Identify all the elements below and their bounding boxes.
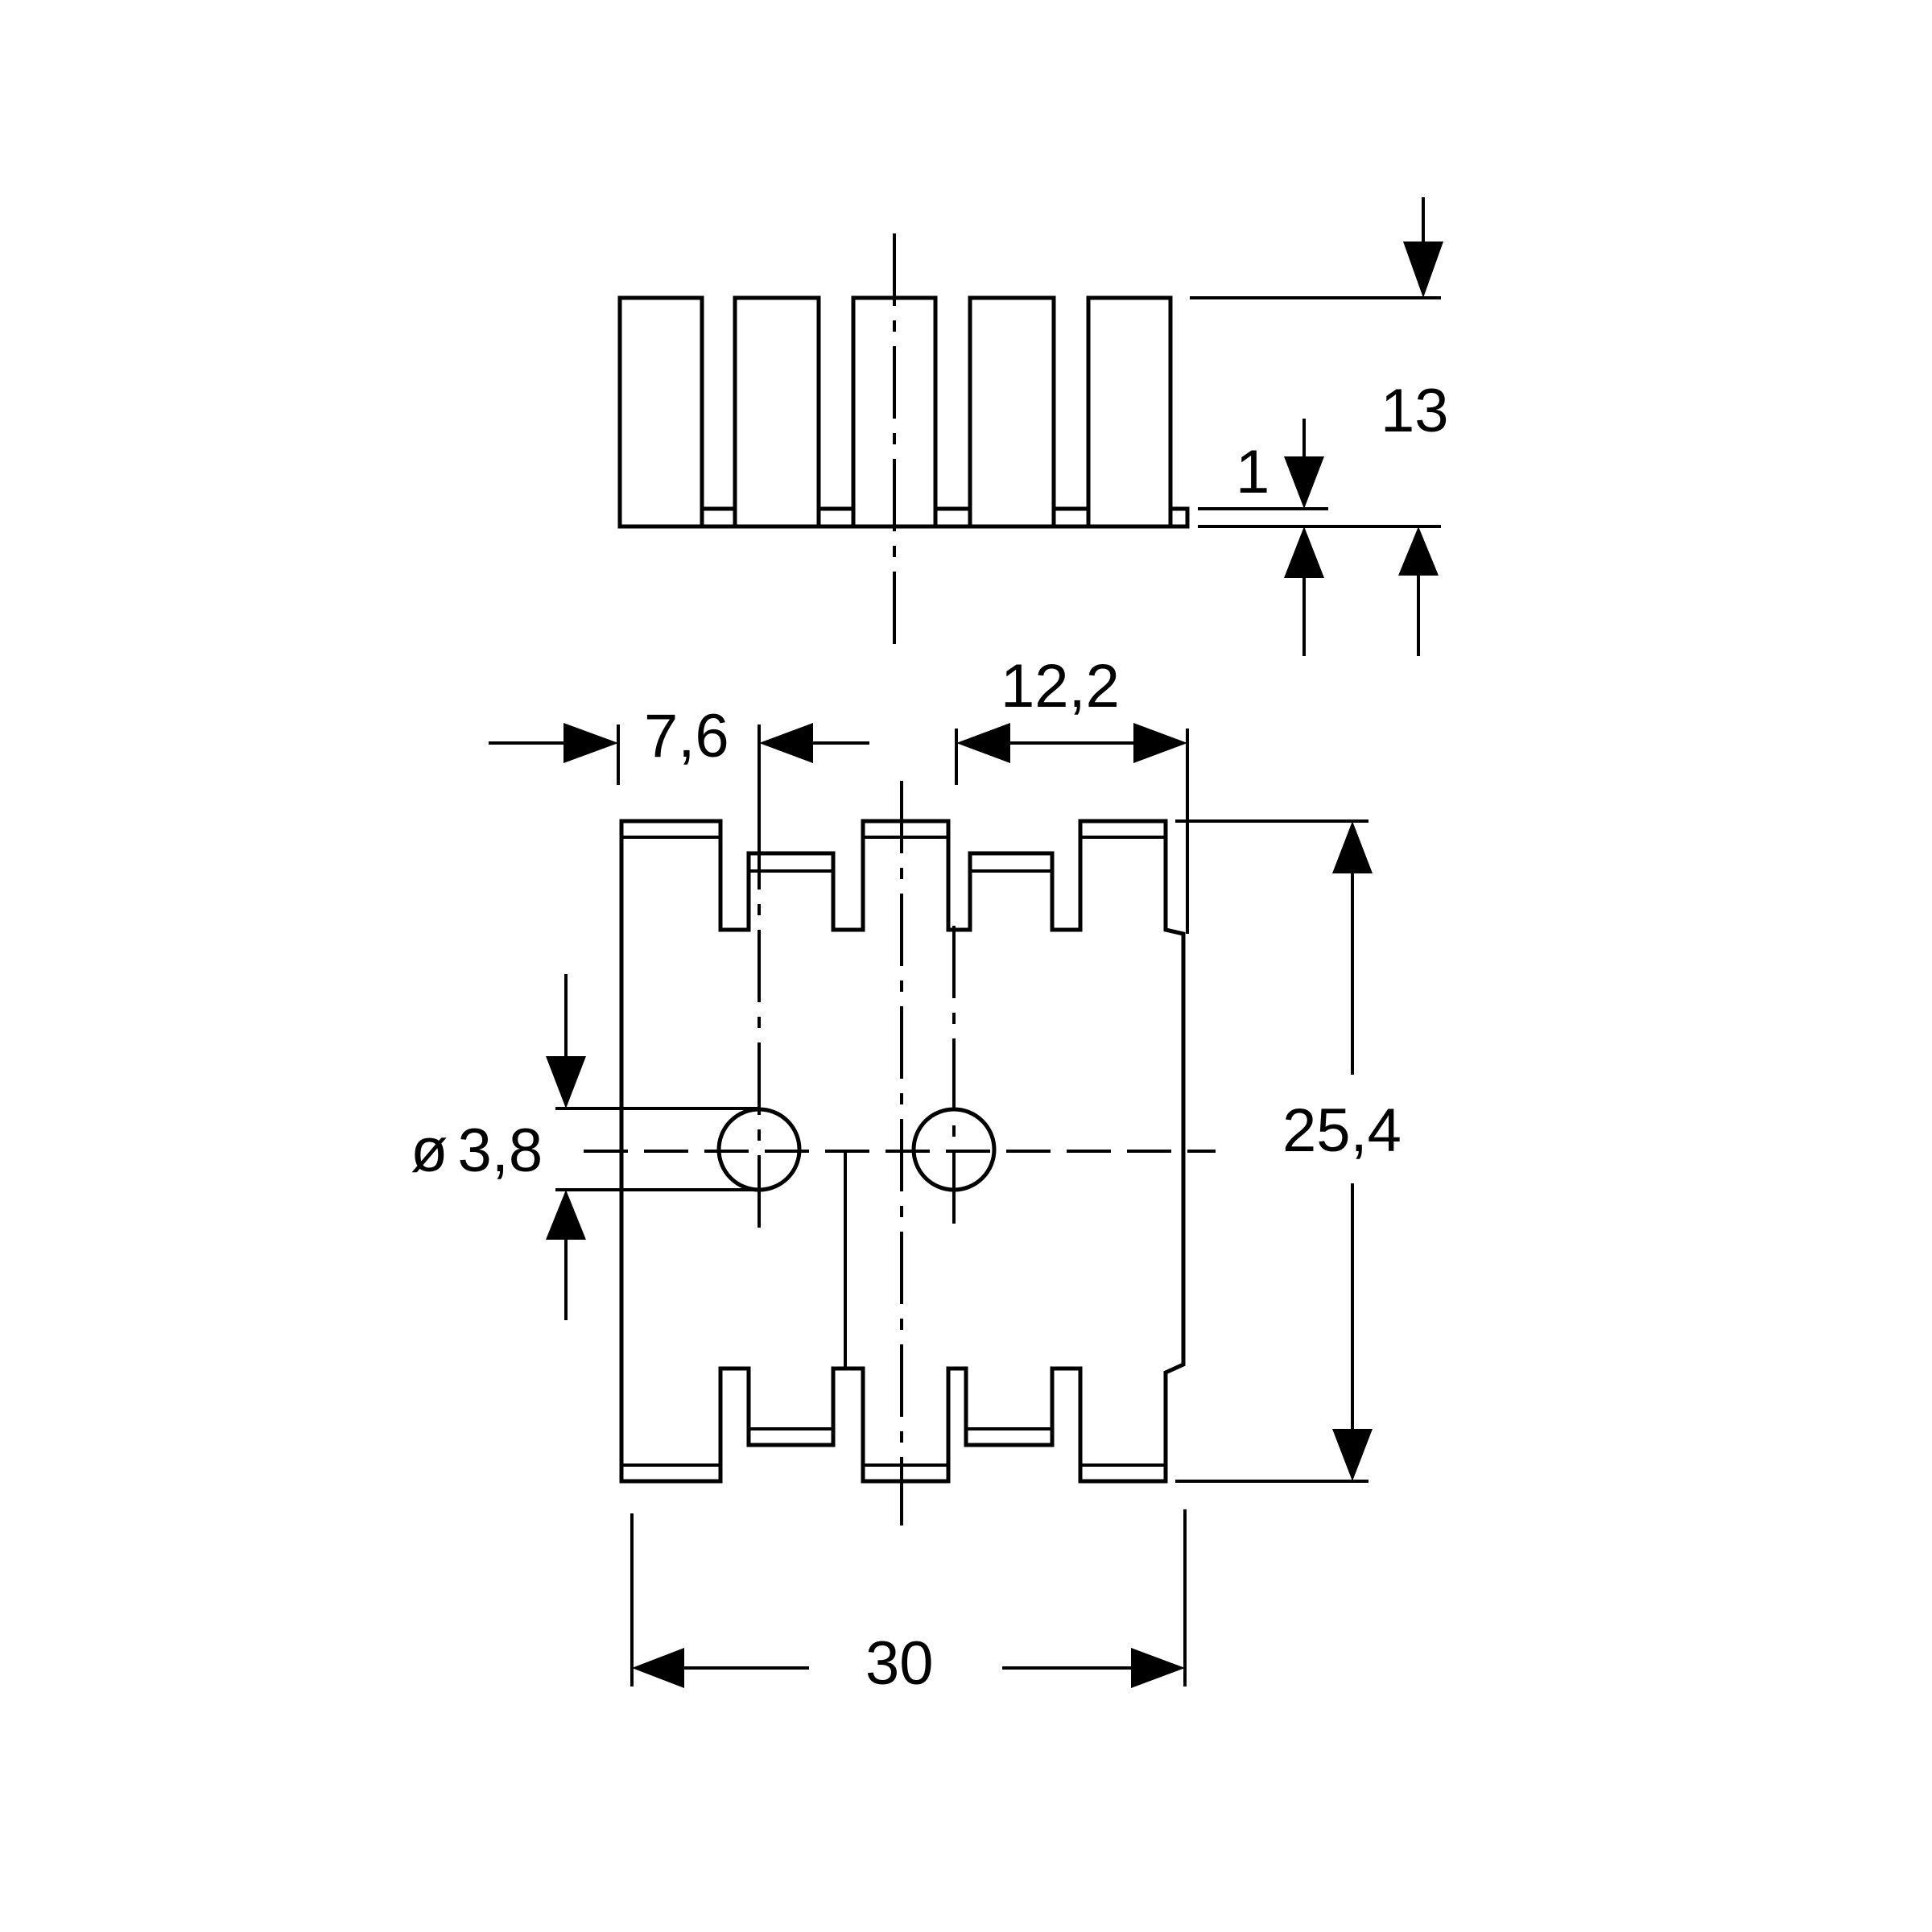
diameter-value: 3,8 [457,1117,543,1185]
dim-label-width: 30 [865,1629,934,1698]
arrow-30-left [632,1648,684,1688]
side-view-fin [1086,295,1173,529]
arrow-12-2-right [1133,723,1187,763]
side-view: 13 1 [617,197,1449,656]
arrow-25-4-up [1332,821,1373,873]
dim-label-height-total: 13 [1381,377,1449,445]
dim-label-length: 25,4 [1282,1096,1402,1165]
arrow-13-up [1398,526,1439,576]
dim-label-hole-offset: 7,6 [644,702,729,770]
arrow-7-6-right [564,723,618,763]
arrow-diameter-up [546,1190,586,1240]
top-view-outline [619,819,1186,1484]
arrow-30-right [1131,1648,1185,1688]
side-view-fin [617,295,704,529]
side-view-fin [968,295,1056,529]
arrow-diameter-down [546,1056,586,1108]
mounting-hole-right [911,1107,997,1192]
arrow-1-up [1284,526,1324,578]
dim-label-hole-spacing: 12,2 [1001,652,1120,720]
arrow-1-down [1284,456,1324,509]
dim-label-base-thickness: 1 [1236,438,1269,506]
arrow-13-down [1403,242,1443,298]
arrow-12-2-left [956,723,1010,763]
arrow-7-6-left [759,723,813,763]
arrow-25-4-down [1332,1429,1373,1481]
diameter-symbol: ø [411,1117,448,1185]
side-view-fin [733,295,821,529]
